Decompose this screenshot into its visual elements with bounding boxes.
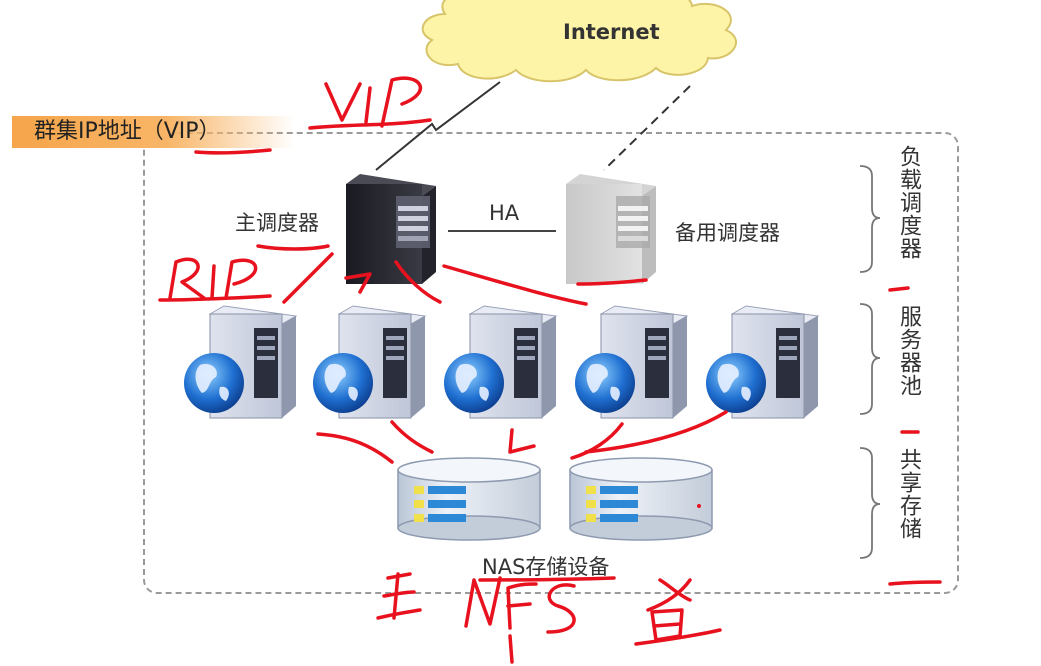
server-tower-icon <box>346 174 436 284</box>
globe-icon <box>184 353 244 413</box>
backup-scheduler-label: 备用调度器 <box>675 221 780 245</box>
ha-label: HA <box>489 201 520 225</box>
server-pool <box>184 305 820 419</box>
tier-label-shared-storage: 共享存储 <box>896 448 921 540</box>
cloud-icon <box>421 0 737 83</box>
internet-link-backup <box>603 85 691 171</box>
tier-bracket <box>859 303 881 415</box>
tier-label-load-balancer: 负载调度器 <box>896 145 921 260</box>
globe-icon <box>313 353 373 413</box>
tier-bracket <box>859 165 881 273</box>
storage-drum-icon <box>397 457 541 541</box>
internet-label: Internet <box>563 20 660 44</box>
internet-link-primary <box>375 81 501 171</box>
nas-label: NAS存储设备 <box>482 555 610 579</box>
vip-label: 群集IP地址（VIP） <box>12 116 294 148</box>
server-tower-icon <box>566 174 656 284</box>
storage-drum-icon <box>569 457 713 541</box>
tier-bracket <box>859 447 881 559</box>
tier-label-server-pool: 服务器池 <box>896 305 921 397</box>
globe-icon <box>575 353 635 413</box>
handwritten-annotations <box>158 76 942 664</box>
globe-icon <box>706 353 766 413</box>
primary-scheduler-label: 主调度器 <box>235 211 319 235</box>
globe-icon <box>444 353 504 413</box>
